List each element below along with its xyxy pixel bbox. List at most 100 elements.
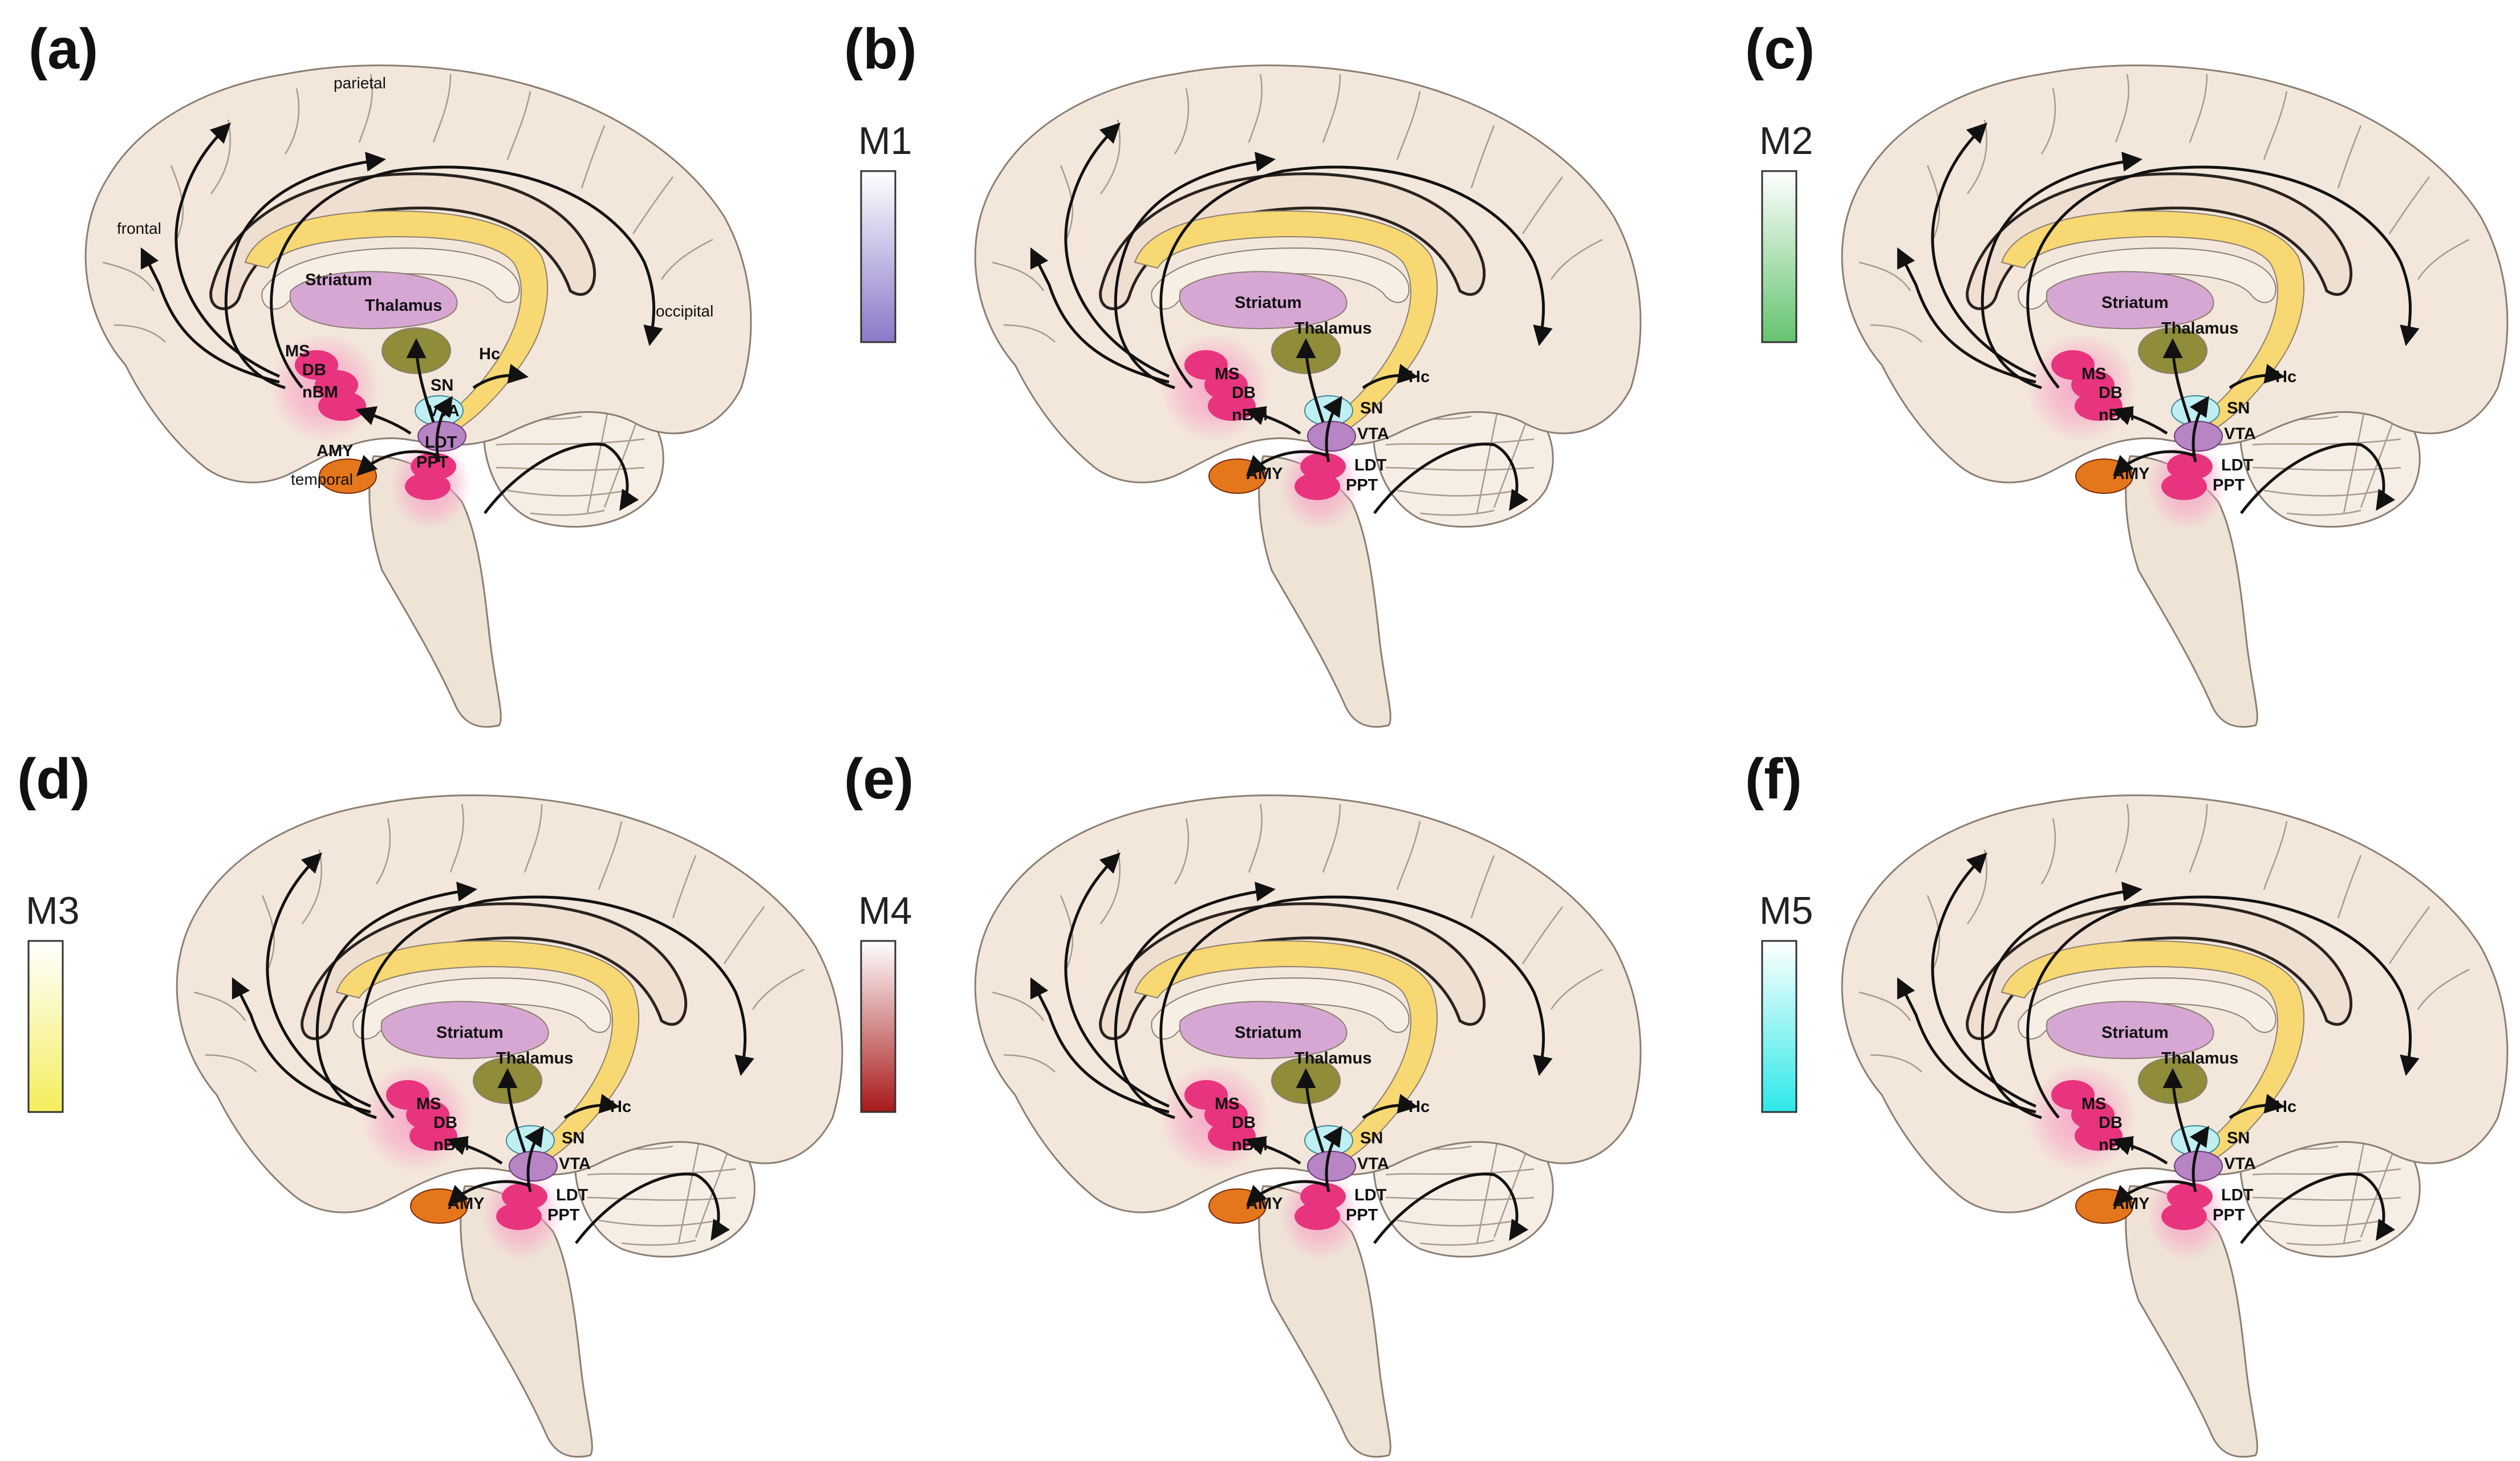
sn-label-a: SN — [431, 376, 453, 395]
vta-label: VTA — [2224, 425, 2256, 443]
brain-diagram — [975, 66, 1641, 727]
nbm-label: nBM — [1232, 406, 1268, 424]
panel-a-letter: (a) — [29, 17, 98, 81]
amy-label: AMY — [1246, 465, 1283, 483]
db-label: DB — [433, 1114, 457, 1132]
vta-label: VTA — [1357, 425, 1389, 443]
sn-label: SN — [1360, 399, 1383, 417]
thalamus-label-a: Thalamus — [365, 297, 442, 315]
hc-label: Hc — [1409, 1098, 1430, 1116]
ms-label: MS — [2081, 1095, 2107, 1113]
striatum-label: Striatum — [436, 1024, 504, 1042]
ldt-label: LDT — [1354, 456, 1387, 474]
brain-diagram — [975, 796, 1641, 1457]
amy-label: AMY — [1246, 1195, 1283, 1213]
ppt-label: PPT — [1346, 1206, 1378, 1224]
nbm-label: nBM — [1232, 1136, 1268, 1154]
ms-label: MS — [1215, 365, 1240, 383]
ms-label-a: MS — [285, 342, 310, 360]
ldt-label-a: LDT — [425, 433, 457, 452]
nbm-label: nBM — [2099, 406, 2135, 424]
panel-letter: (f) — [1745, 747, 1802, 811]
ms-label: MS — [416, 1095, 441, 1113]
striatum-label: Striatum — [1235, 294, 1302, 312]
hc-label: Hc — [2275, 368, 2296, 386]
ppt-label-a: PPT — [416, 453, 449, 472]
thalamus-label: Thalamus — [1295, 1049, 1371, 1068]
db-label: DB — [1232, 1114, 1256, 1132]
ms-label: MS — [1215, 1095, 1240, 1113]
thalamus-label: Thalamus — [1295, 319, 1371, 338]
panel-letter: (c) — [1745, 17, 1815, 81]
db-label: DB — [1232, 384, 1256, 402]
vta-label: VTA — [1357, 1155, 1389, 1173]
ms-label: MS — [2081, 365, 2107, 383]
panel-letter: (b) — [844, 17, 917, 81]
brain-diagram — [177, 796, 842, 1457]
ldt-label: LDT — [2221, 1186, 2254, 1204]
colorbar — [860, 940, 896, 1113]
hc-label: Hc — [1409, 368, 1430, 386]
nbm-label-a: nBM — [302, 383, 338, 401]
thalamus-label: Thalamus — [2161, 1049, 2238, 1068]
panel-letter: (e) — [844, 747, 914, 811]
sn-label: SN — [1360, 1129, 1383, 1147]
lobe-temporal-label: temporal — [291, 470, 353, 488]
lobe-frontal-label: frontal — [117, 220, 161, 237]
amy-label: AMY — [448, 1195, 484, 1213]
ldt-label: LDT — [1354, 1186, 1387, 1204]
sn-label: SN — [2227, 399, 2250, 417]
hc-label: Hc — [610, 1098, 631, 1116]
colorbar — [1761, 170, 1797, 343]
amy-label: AMY — [2113, 465, 2149, 483]
striatum-label: Striatum — [1235, 1024, 1302, 1042]
panel-a: (a) parietal frontal occipital temporal … — [29, 17, 751, 727]
lobe-parietal-label: parietal — [334, 74, 386, 92]
vta-label-a: VTA — [428, 402, 460, 420]
thalamus-label: Thalamus — [496, 1049, 573, 1068]
striatum-label-a: Striatum — [305, 271, 372, 289]
db-label: DB — [2099, 384, 2123, 402]
colorbar — [860, 170, 896, 343]
vta-label: VTA — [559, 1155, 591, 1173]
receptor-label: M1 — [858, 119, 912, 163]
db-label-a: DB — [302, 361, 326, 379]
sn-label: SN — [2227, 1129, 2250, 1147]
amy-label-a: AMY — [316, 442, 353, 460]
colorbar — [1761, 940, 1797, 1113]
hc-label: Hc — [2275, 1098, 2296, 1116]
sn-label: SN — [562, 1129, 585, 1147]
receptor-label: M5 — [1759, 889, 1813, 932]
vta-label: VTA — [2224, 1155, 2256, 1173]
ldt-label: LDT — [2221, 456, 2254, 474]
thalamus-label: Thalamus — [2161, 319, 2238, 338]
striatum-label: Striatum — [2101, 1024, 2169, 1042]
amy-label: AMY — [2113, 1195, 2149, 1213]
nbm-label: nBM — [433, 1136, 469, 1154]
ppt-label: PPT — [2213, 1206, 2245, 1224]
receptor-label: M3 — [26, 889, 79, 932]
ppt-label: PPT — [1346, 476, 1378, 494]
lobe-occipital-label: occipital — [656, 302, 713, 320]
brain-diagram — [1842, 66, 2507, 727]
striatum-label: Striatum — [2101, 294, 2169, 312]
ppt-label: PPT — [547, 1206, 580, 1224]
colorbar — [27, 940, 64, 1113]
ppt-label: PPT — [2213, 476, 2245, 494]
hc-label-a: Hc — [479, 345, 500, 363]
panel-letter: (d) — [17, 747, 90, 811]
receptor-label: M2 — [1759, 119, 1813, 163]
ldt-label: LDT — [556, 1186, 589, 1204]
receptor-label: M4 — [858, 889, 912, 932]
db-label: DB — [2099, 1114, 2123, 1132]
brain-diagram-a — [86, 66, 751, 727]
brain-diagram — [1842, 796, 2507, 1457]
nbm-label: nBM — [2099, 1136, 2135, 1154]
